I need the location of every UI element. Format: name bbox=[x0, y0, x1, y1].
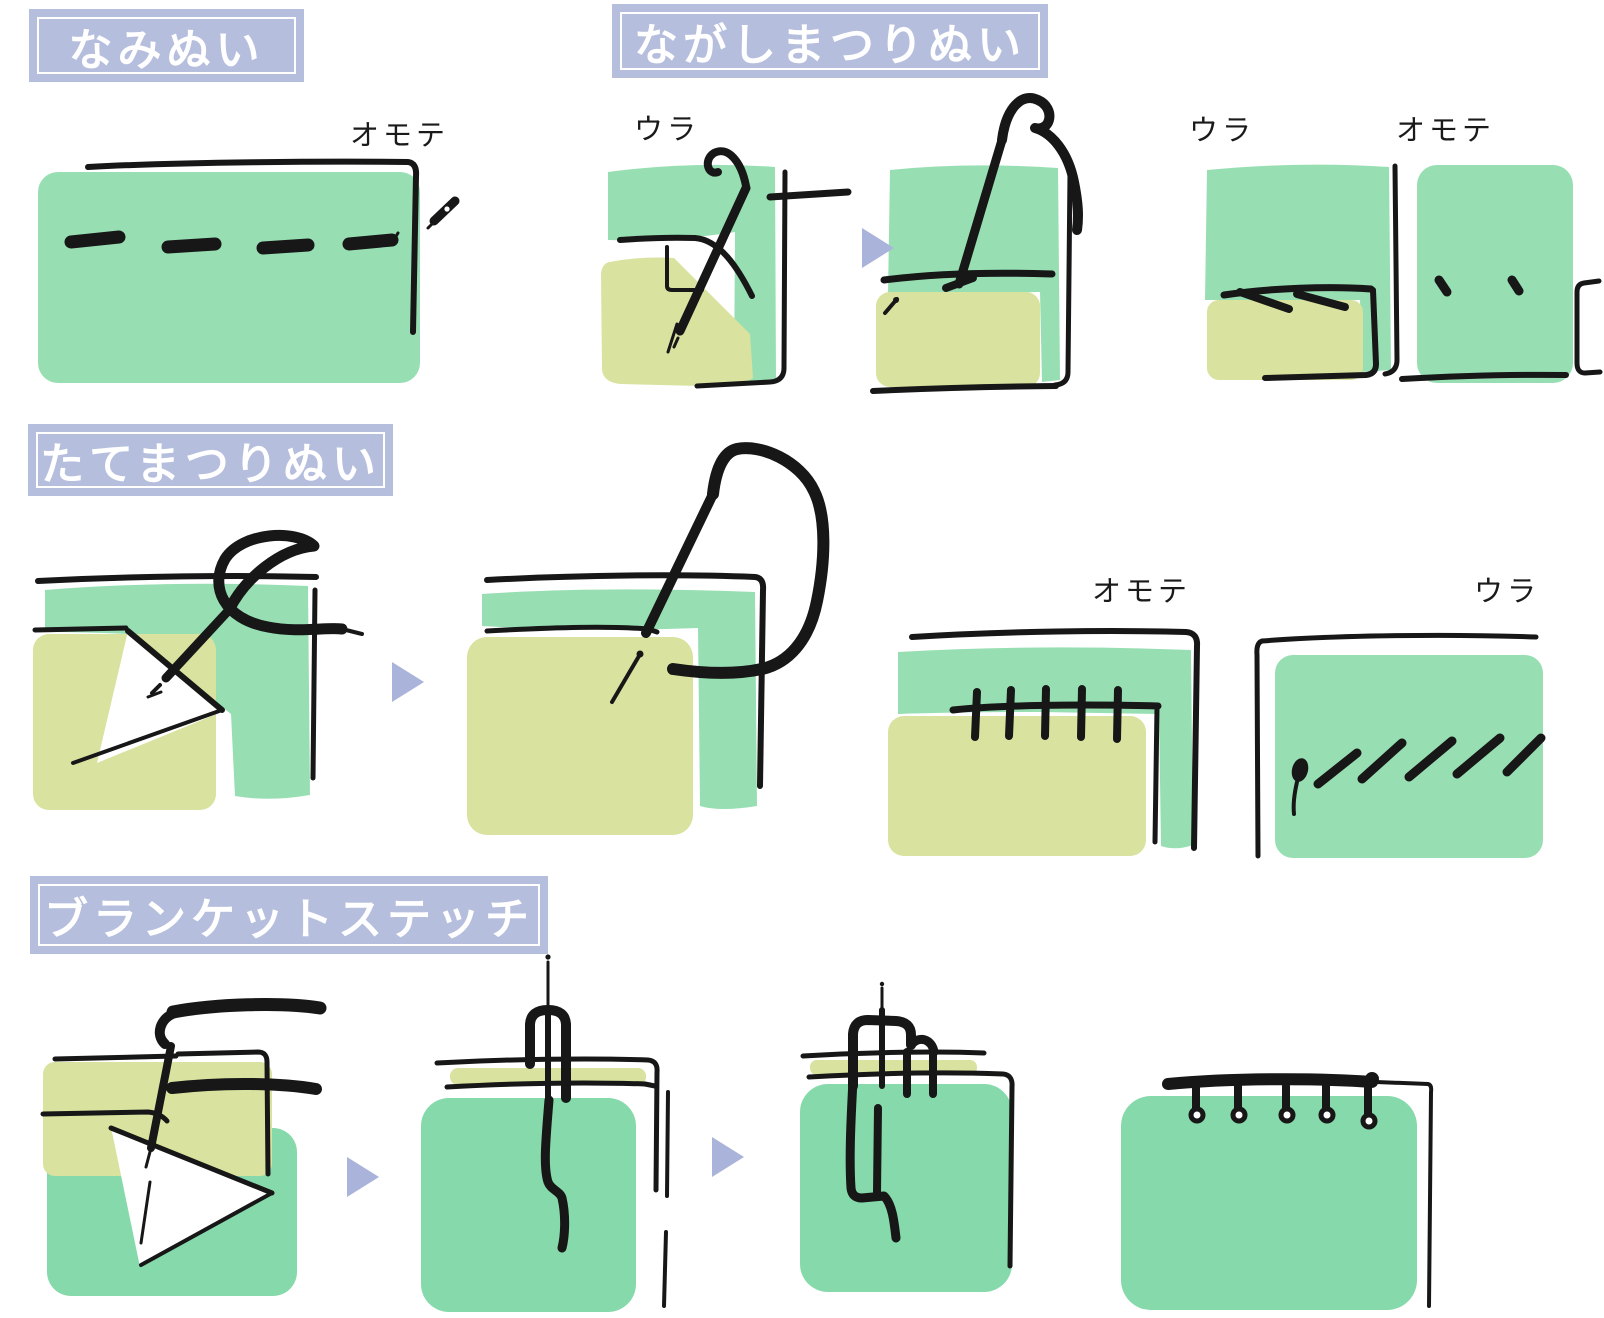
section-title-blanket-stitch: ブランケットステッチ bbox=[30, 876, 548, 954]
arrow-right-icon bbox=[392, 662, 424, 702]
label-front-side: オモテ bbox=[1092, 574, 1192, 608]
panel-vertical-hem-step1 bbox=[32, 530, 364, 810]
panel-blanket-result bbox=[1121, 1072, 1434, 1310]
panel-blanket-step3 bbox=[800, 981, 1015, 1292]
arrow-right-icon bbox=[862, 228, 894, 268]
arrow-right-icon bbox=[712, 1137, 744, 1177]
label-back-side: ウラ bbox=[634, 112, 701, 146]
label-back-side: ウラ bbox=[1474, 574, 1541, 608]
panel-running-stitch-front bbox=[38, 158, 460, 383]
section-title-slip-hem-stitch: ながしまつりぬい bbox=[612, 4, 1048, 78]
arrow-right-icon bbox=[347, 1157, 379, 1197]
panel-vertical-hem-step2 bbox=[467, 442, 830, 835]
label-front-side: オモテ bbox=[350, 118, 450, 152]
panel-slip-hem-step2 bbox=[870, 93, 1083, 394]
panel-slip-hem-back-result bbox=[1205, 163, 1400, 381]
section-title-running-stitch: なみぬい bbox=[29, 9, 304, 82]
label-front-side: オモテ bbox=[1396, 113, 1496, 147]
panel-blanket-step1 bbox=[40, 998, 327, 1296]
panel-slip-hem-step1 bbox=[601, 147, 852, 389]
panel-vertical-hem-front-result bbox=[888, 628, 1201, 856]
section-title-vertical-hem-stitch: たてまつりぬい bbox=[28, 424, 393, 496]
panel-slip-hem-front-result bbox=[1399, 165, 1603, 383]
panel-vertical-hem-back-result bbox=[1254, 632, 1546, 859]
label-back-side: ウラ bbox=[1189, 113, 1256, 147]
panel-blanket-step2 bbox=[421, 954, 670, 1312]
